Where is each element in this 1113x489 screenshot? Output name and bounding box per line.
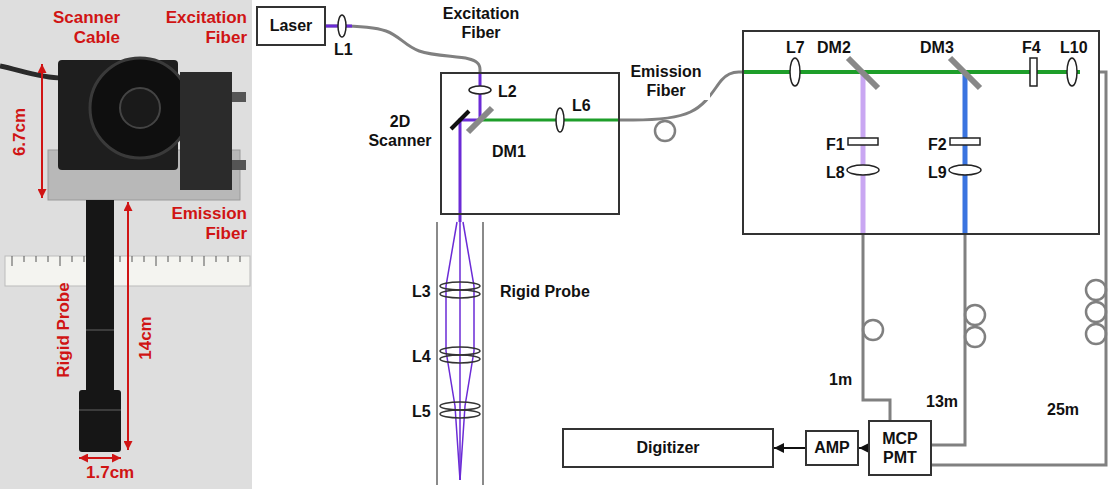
part-label: DM3 [920, 38, 954, 57]
detector-box: MCP PMT [868, 420, 932, 476]
probe-beam [446, 222, 460, 480]
filter-symbol [1030, 58, 1037, 86]
dimension-label: 6.7cm [10, 108, 30, 156]
connector-label: 25m [1046, 400, 1080, 419]
lens-symbol [440, 290, 480, 298]
lens-symbol [1067, 58, 1077, 86]
fiber-coil [1086, 302, 1106, 322]
photo-label: Excitation Fiber [150, 8, 247, 49]
fiber-connector [232, 160, 246, 170]
fiber-coil [965, 305, 985, 325]
filter-symbol [848, 138, 878, 145]
part-label: L10 [1060, 38, 1088, 57]
fiber-coil [1086, 324, 1106, 344]
connector-label: Emission Fiber [622, 62, 710, 100]
blue-channel-beam [963, 73, 968, 235]
lens-symbol [440, 410, 480, 418]
photo-label: Emission Fiber [150, 204, 247, 245]
part-label: 2D Scanner [366, 112, 434, 150]
connector-label: Excitation Fiber [430, 4, 532, 42]
connector-label: 1m [828, 370, 853, 389]
photo-label: Scanner Cable [28, 8, 120, 49]
lens-symbol [338, 15, 346, 37]
fiber-coil [1086, 280, 1106, 300]
photo-label: Rigid Probe [54, 282, 74, 377]
lens-symbol [440, 402, 480, 410]
dichroic-mirror [468, 108, 492, 132]
part-label: L2 [498, 82, 517, 101]
dimension-label: 1.7cm [86, 463, 134, 483]
part-label: F1 [826, 135, 845, 154]
rigid-probe: Rigid ProbeL3L4L5 [436, 222, 484, 485]
part-label: L6 [572, 96, 591, 115]
probe-tube [86, 200, 114, 400]
probe-tip [79, 390, 121, 452]
box-label: AMP [814, 438, 850, 457]
fiber-connector [232, 92, 246, 102]
part-label: Rigid Probe [500, 282, 590, 301]
digitizer-box: Digitizer [562, 428, 774, 468]
scanner-dial [90, 58, 190, 158]
part-label: L7 [786, 38, 805, 57]
box-label: Digitizer [636, 438, 699, 457]
part-label: L1 [334, 40, 353, 59]
part-label: F2 [928, 135, 947, 154]
fiber-coil [655, 121, 675, 141]
dichroic-mirror [950, 58, 980, 88]
box-label: MCP PMT [877, 429, 923, 467]
part-label: L9 [928, 163, 947, 182]
detection-box: L7 DM2 DM3 F4 L10F1L8 F2L9 [742, 30, 1100, 235]
box-label: Laser [270, 16, 313, 35]
violet-channel-beam [861, 73, 866, 235]
dimension-arrow [41, 64, 43, 198]
part-label: DM2 [817, 38, 851, 57]
probe-bands [79, 330, 121, 410]
photo-background [0, 0, 252, 489]
delay-fiber [863, 235, 890, 420]
probe-beam [459, 222, 461, 480]
emission-beam [482, 119, 620, 122]
laser-box: Laser [256, 6, 326, 46]
dimension-arrow [127, 202, 129, 450]
part-label: DM1 [492, 142, 526, 161]
connector-label: 13m [925, 392, 959, 411]
part-label: L8 [826, 163, 845, 182]
part-label: L3 [412, 282, 431, 301]
signal-arrow [774, 447, 805, 449]
delay-fiber [932, 235, 965, 445]
lens-symbol [847, 165, 879, 175]
dimension-label: 14cm [136, 316, 156, 359]
lens-symbol [469, 86, 491, 94]
part-label: L5 [412, 402, 431, 421]
filter-symbol [950, 138, 980, 145]
amplifier-box: AMP [805, 430, 859, 466]
part-label: L4 [412, 347, 431, 366]
signal-arrow [859, 447, 868, 449]
lens-symbol [440, 347, 480, 355]
lens-symbol [440, 282, 480, 290]
excitation-beam [459, 215, 462, 222]
part-label: F4 [1022, 38, 1041, 57]
dimension-arrow [79, 457, 121, 459]
fiber-mount [180, 72, 232, 190]
lens-symbol [949, 165, 981, 175]
fiber-coil [965, 327, 985, 347]
lens-symbol [556, 108, 564, 132]
probe-beam [460, 222, 474, 480]
lens-symbol [790, 58, 800, 86]
scanner-dial-center [120, 88, 160, 128]
scan-mirror [451, 111, 469, 129]
scanner-box: 2D ScannerL2DM1L6 [440, 72, 620, 215]
lens-symbol [440, 355, 480, 363]
ruler-ticks [12, 256, 240, 266]
dichroic-mirror [848, 58, 878, 88]
scanner-cable [0, 66, 62, 78]
fiber-coil [863, 320, 883, 340]
